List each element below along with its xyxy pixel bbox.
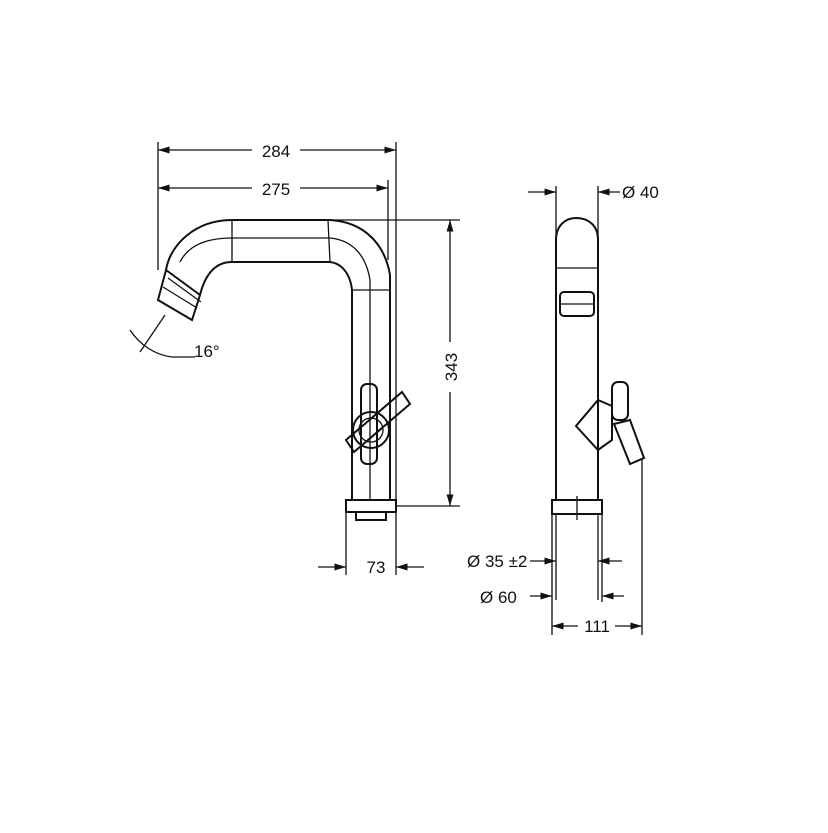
lever-arm — [344, 390, 412, 454]
front-view: 284 275 343 16° 73 — [129, 142, 461, 577]
aerator — [156, 268, 202, 322]
base-plate — [345, 499, 397, 513]
aerator-ring-2 — [167, 277, 202, 303]
lever-hub — [352, 411, 390, 449]
side-view: Ø 40 Ø 35 ±2 Ø 60 111 — [467, 183, 659, 636]
spout-joint-right — [327, 219, 331, 263]
side-body — [555, 216, 599, 500]
aerator-ring — [162, 286, 198, 309]
side-lever-hub — [574, 398, 613, 452]
dim-343-label: 343 — [442, 353, 461, 381]
dim-35-label: Ø 35 ±2 — [467, 552, 527, 571]
side-lever-arm — [612, 418, 646, 466]
dim-73-label: 73 — [367, 558, 386, 577]
angle-arc — [129, 329, 173, 358]
dim-60-label: Ø 60 — [480, 588, 517, 607]
dim-275-label: 275 — [262, 180, 290, 199]
angle-axis — [139, 314, 166, 353]
angle-label: 16° — [194, 342, 220, 361]
dim-40-label: Ø 40 — [622, 183, 659, 202]
spout-highlight — [179, 237, 371, 500]
side-lever-top — [611, 381, 629, 421]
dim-284-label: 284 — [262, 142, 290, 161]
base-shank — [355, 511, 387, 521]
dim-111-label: 111 — [584, 617, 610, 636]
